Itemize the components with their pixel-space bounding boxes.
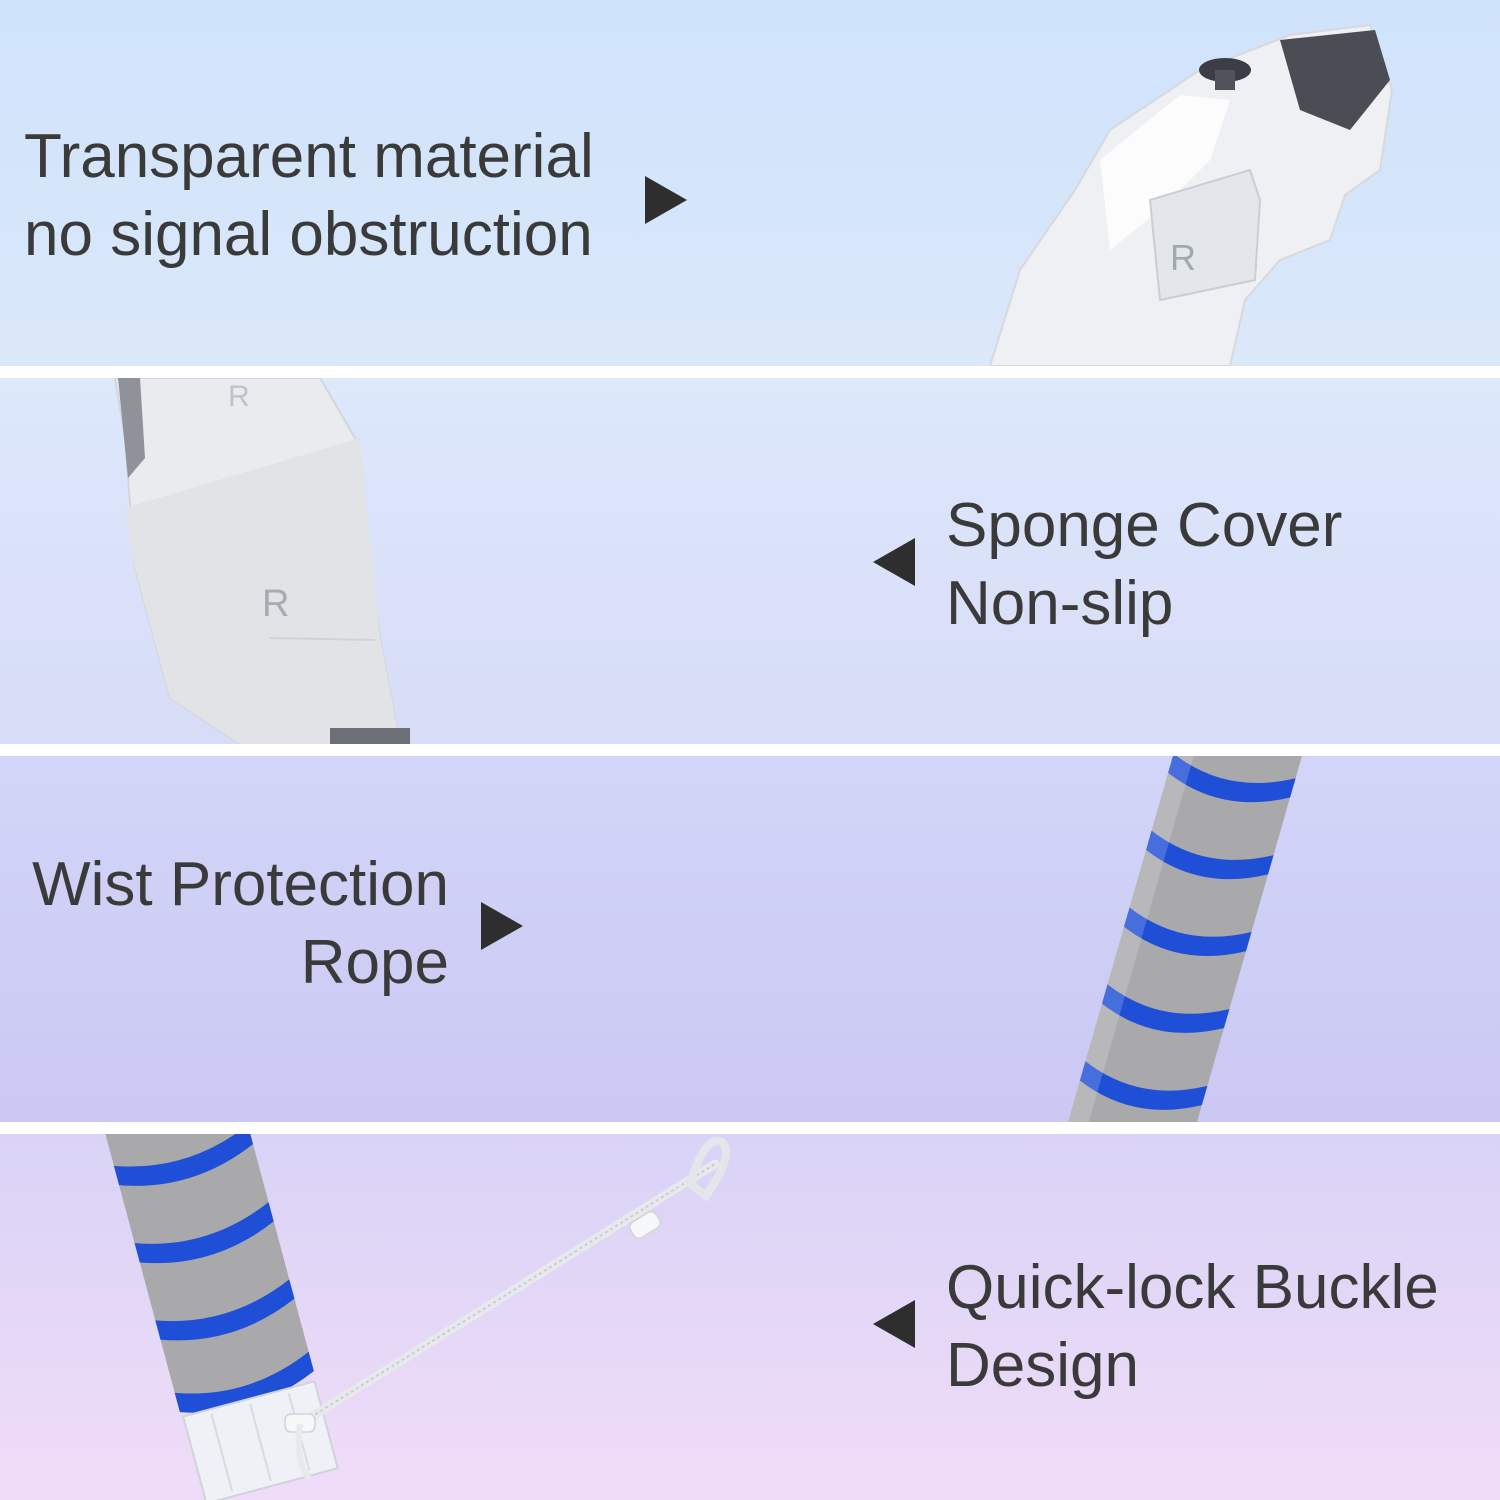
caption-line: Transparent material [24, 122, 594, 191]
foam-grip-illustration [1062, 756, 1308, 1122]
controller-top-illustration: R [988, 23, 1394, 366]
buckle-strap-illustration [103, 1134, 730, 1500]
caption-quick-lock-buckle: Quick-lock Buckle Design [946, 1249, 1439, 1405]
caption-wrist-protection: Wist Protection Rope [12, 846, 449, 1002]
side-mark-label: R [228, 380, 250, 413]
side-mark-label: R [1170, 237, 1196, 278]
caption-line: no signal obstruction [24, 200, 593, 269]
caption-line: Rope [300, 928, 449, 997]
caption-line: Wist Protection [32, 850, 449, 919]
caption-transparent-material: Transparent material no signal obstructi… [24, 118, 594, 274]
caption-line: Design [946, 1331, 1139, 1400]
pointer-left-icon [873, 1300, 915, 1348]
panel-quick-lock-buckle: Quick-lock Buckle Design [0, 1134, 1500, 1500]
side-mark-label: R [262, 583, 289, 625]
panel-wrist-protection: Wist Protection Rope [0, 756, 1500, 1122]
grip-sleeve-illustration: R R [113, 378, 410, 744]
pointer-right-icon [645, 176, 687, 224]
caption-sponge-cover: Sponge Cover Non-slip [946, 487, 1342, 643]
caption-line: Non-slip [946, 569, 1174, 638]
panel-transparent-material: Transparent material no signal obstructi… [0, 0, 1500, 366]
pointer-right-icon [481, 902, 523, 950]
panel-sponge-cover: R R Sponge Cover Non-slip [0, 378, 1500, 744]
caption-line: Sponge Cover [946, 491, 1343, 560]
pointer-left-icon [873, 538, 915, 586]
caption-line: Quick-lock Buckle [946, 1253, 1439, 1322]
